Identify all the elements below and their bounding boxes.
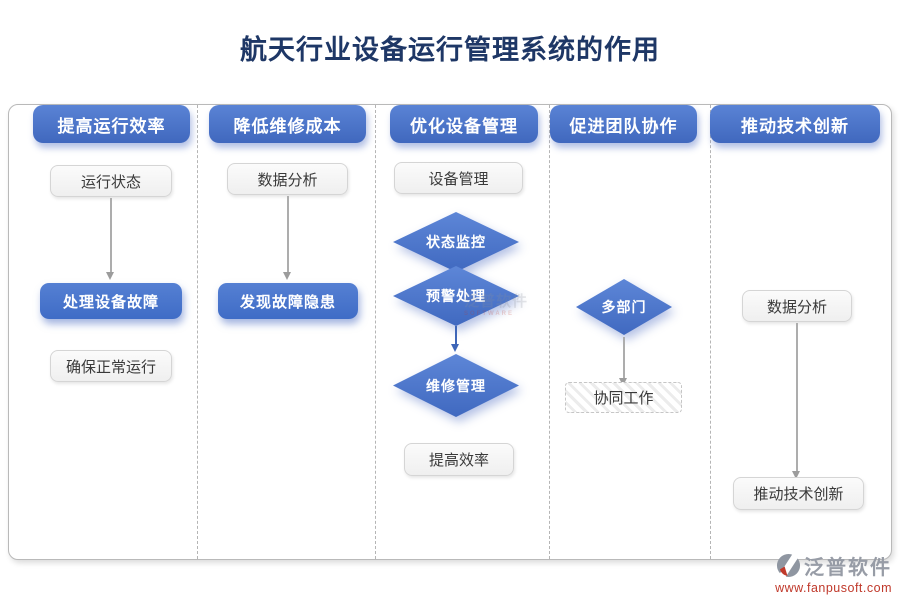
flow-node-data-analysis-2: 数据分析 bbox=[227, 163, 348, 195]
flow-node-equipment-mgmt: 设备管理 bbox=[394, 162, 523, 194]
column-divider bbox=[375, 105, 376, 559]
column-header-efficiency: 提高运行效率 bbox=[33, 105, 190, 143]
column-divider bbox=[710, 105, 711, 559]
diamond-node-status-monitor: 状态监控 bbox=[393, 212, 519, 272]
flow-node-data-analysis-5: 数据分析 bbox=[742, 290, 852, 322]
footer-url[interactable]: www.fanpusoft.com bbox=[775, 581, 892, 595]
column-header-equipment: 优化设备管理 bbox=[390, 105, 538, 143]
column-header-innovation: 推动技术创新 bbox=[710, 105, 880, 143]
diamond-node-maintenance-mgmt: 维修管理 bbox=[393, 354, 519, 417]
footer-brand-text: 泛普软件 bbox=[804, 557, 892, 579]
page-title: 航天行业设备运行管理系统的作用 bbox=[240, 35, 660, 65]
diamond-node-multi-department: 多部门 bbox=[576, 279, 672, 335]
flow-node-find-hazards: 发现故障隐患 bbox=[218, 283, 358, 319]
flow-node-running-status: 运行状态 bbox=[50, 165, 172, 197]
flow-node-handle-faults: 处理设备故障 bbox=[40, 283, 182, 319]
fanpu-logo-icon bbox=[776, 553, 801, 578]
column-header-collaboration: 促进团队协作 bbox=[550, 105, 697, 143]
diamond-node-alert-handling: 预警处理 bbox=[393, 266, 519, 326]
flow-node-ensure-operation: 确保正常运行 bbox=[50, 350, 172, 382]
flow-node-improve-efficiency: 提高效率 bbox=[404, 443, 514, 476]
flow-node-collaborative-work: 协同工作 bbox=[565, 382, 682, 413]
column-divider bbox=[197, 105, 198, 559]
column-divider bbox=[549, 105, 550, 559]
footer-logo: 泛普软件 www.fanpusoft.com bbox=[732, 551, 892, 595]
column-header-cost: 降低维修成本 bbox=[209, 105, 366, 143]
flow-node-drive-innovation: 推动技术创新 bbox=[733, 477, 864, 510]
